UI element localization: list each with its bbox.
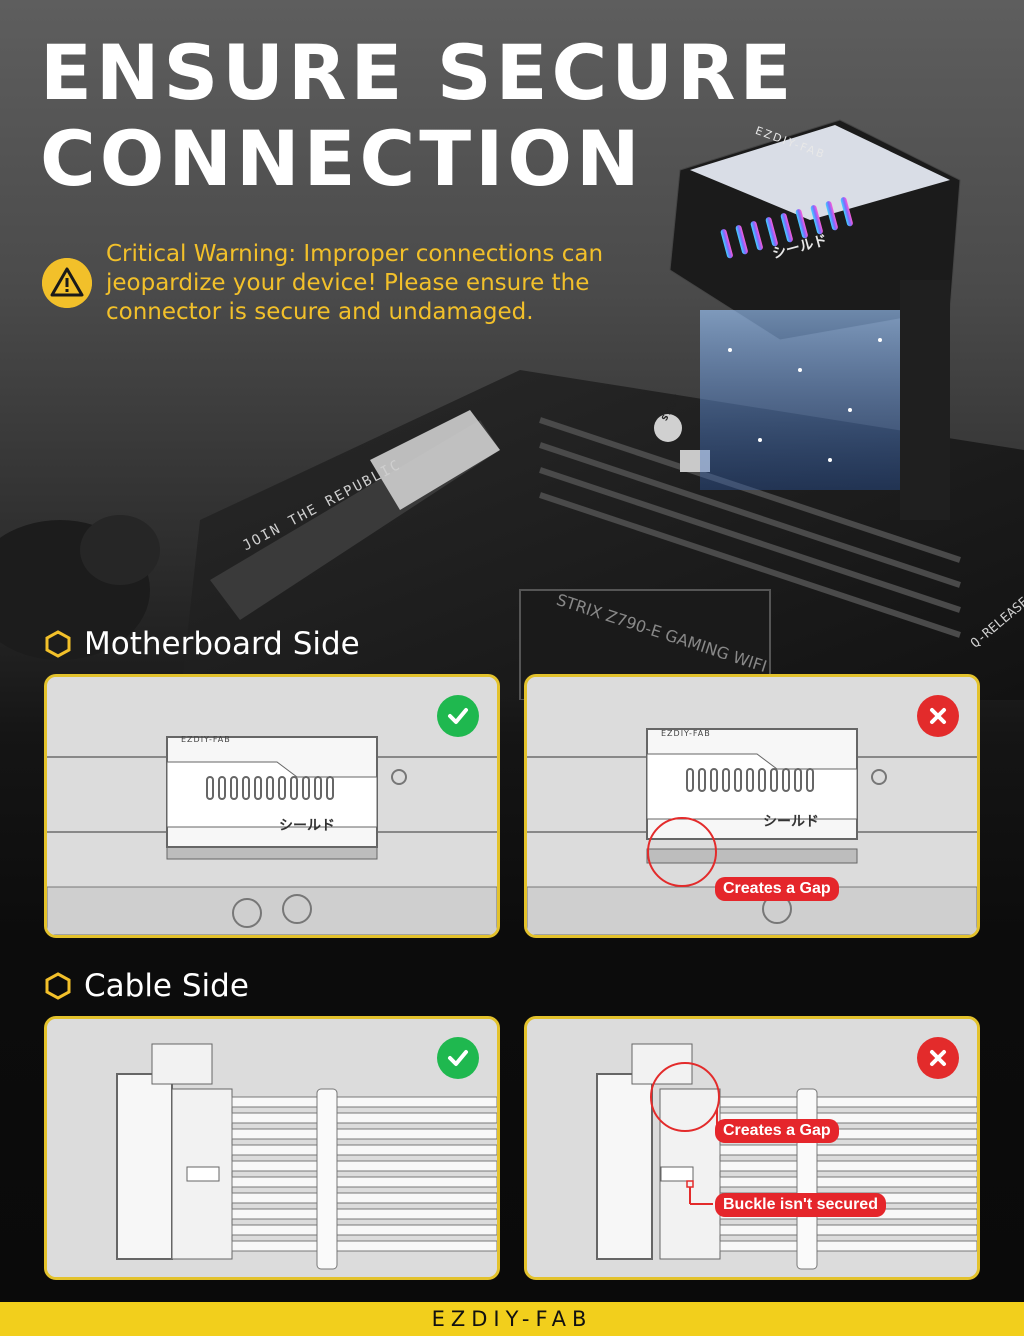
panel-motherboard-wrong: EZDIY-FAB シールド Creates a Gap [524, 674, 980, 938]
section-title-label: Cable Side [84, 968, 249, 1004]
connector-image [669, 119, 961, 520]
footer-brand-label: EZDIY-FAB [431, 1307, 593, 1331]
x-mark-icon [930, 1050, 946, 1066]
connector-logo: シールド [763, 814, 819, 830]
section-title-cable: Cable Side [44, 968, 249, 1004]
motherboard-correct-illustration [47, 677, 497, 935]
warning-triangle-icon [42, 258, 92, 308]
hexagon-outline-icon [45, 972, 71, 1000]
hexagon-outline-icon [45, 630, 71, 658]
brand-footer: EZDIY-FAB [0, 1302, 1024, 1336]
section-title-motherboard: Motherboard Side [44, 626, 360, 662]
panel-cable-wrong: Creates a Gap Buckle isn't secured [524, 1016, 980, 1280]
wrong-badge [917, 695, 959, 737]
wrong-badge [917, 1037, 959, 1079]
checkmark-icon [448, 1050, 468, 1066]
connector-logo: シールド [279, 818, 335, 834]
panel-cable-correct [44, 1016, 500, 1280]
title-line-1: ENSURE SECURE [40, 28, 796, 117]
x-mark-icon [930, 708, 946, 724]
checkmark-icon [448, 708, 468, 724]
page-title: ENSURE SECURE CONNECTION [40, 30, 795, 202]
motherboard-wrong-illustration [527, 677, 977, 935]
connector-brand-label: EZDIY-FAB [661, 729, 711, 738]
title-line-2: CONNECTION [40, 114, 644, 203]
panel-motherboard-correct: EZDIY-FAB シールド [44, 674, 500, 938]
gap-callout: Creates a Gap [715, 1119, 839, 1143]
buckle-callout: Buckle isn't secured [715, 1193, 886, 1217]
correct-badge [437, 1037, 479, 1079]
cable-wrong-illustration [527, 1019, 977, 1277]
correct-badge [437, 695, 479, 737]
cable-correct-illustration [47, 1019, 497, 1277]
section-title-label: Motherboard Side [84, 626, 360, 662]
warning-text: Critical Warning: Improper connections c… [106, 241, 604, 325]
gap-callout: Creates a Gap [715, 877, 839, 901]
connector-brand-label: EZDIY-FAB [181, 735, 231, 744]
